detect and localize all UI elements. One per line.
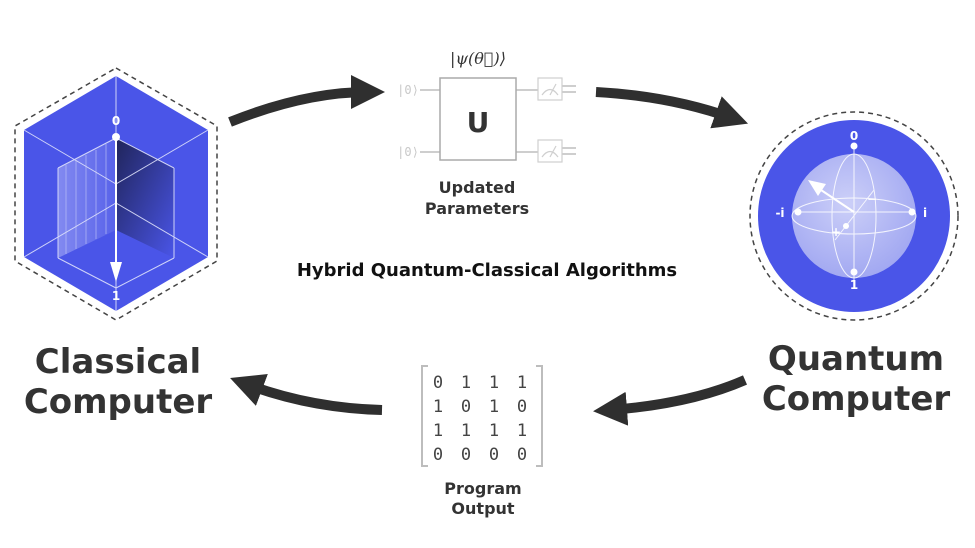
output-label-line2: Output: [451, 499, 514, 518]
parameter-circuit: |ψ(θ⃗)⟩ |0⟩ |0⟩ U: [397, 49, 576, 163]
quantum-dashed-outline: [749, 111, 959, 321]
classical-label-line2: Computer: [24, 382, 213, 422]
output-label-line1: Program: [444, 479, 521, 498]
matrix-cell: 0: [433, 373, 443, 393]
matrix-cell: 1: [489, 373, 499, 393]
classical-computer-icon: 0 1: [14, 67, 218, 321]
quantum-axis-i: i: [923, 206, 927, 220]
quantum-axis-plus: +: [831, 225, 841, 239]
matrix-cell: 1: [489, 421, 499, 441]
quantum-label-line1: Quantum: [768, 339, 944, 379]
matrix-cell: 0: [489, 445, 499, 465]
unitary-gate-label: U: [467, 106, 490, 139]
matrix-bracket-left: [421, 365, 428, 467]
matrix-cell: 0: [461, 445, 471, 465]
matrix-cell: 0: [433, 445, 443, 465]
matrix-cell: 1: [461, 421, 471, 441]
matrix-cell: 1: [433, 421, 443, 441]
matrix-cell: 1: [517, 373, 527, 393]
matrix-cell: 0: [517, 397, 527, 417]
arrow-parameters-to-quantum: [595, 87, 749, 129]
qubit-state-arrow-icon: [808, 180, 826, 196]
classical-state-zero: 0: [112, 114, 120, 128]
matrix-cell: 1: [517, 421, 527, 441]
arrow-output-to-classical: [230, 374, 383, 415]
matrix-cell: 1: [489, 397, 499, 417]
matrix-bracket-right: [536, 365, 543, 467]
quantum-label-line2: Computer: [762, 379, 951, 419]
measurement-icon: [537, 139, 563, 163]
state-psi-label: |ψ(θ⃗)⟩: [450, 49, 506, 68]
quantum-pole-zero: 0: [850, 129, 858, 143]
matrix-cell: 0: [517, 445, 527, 465]
quantum-axis-minus: −: [867, 192, 877, 206]
matrix-cell: 0: [461, 397, 471, 417]
quantum-computer-icon: 0 1 -i i + −: [749, 111, 959, 321]
quantum-axis-minus-i: -i: [775, 206, 784, 220]
ket-zero-bottom: |0⟩: [397, 145, 419, 159]
arrow-classical-to-parameters: [228, 75, 385, 127]
unitary-gate-box: [439, 77, 517, 161]
matrix-cell: 1: [433, 397, 443, 417]
diagram-title: Hybrid Quantum-Classical Algorithms: [297, 260, 677, 281]
classical-state-one: 1: [112, 289, 120, 303]
state-arrow-icon: [110, 262, 122, 282]
arrow-quantum-to-output: [593, 375, 747, 426]
quantum-pole-one: 1: [850, 278, 858, 292]
parameters-label-line2: Parameters: [425, 199, 529, 218]
parameters-label-line1: Updated: [439, 178, 516, 197]
classical-label-line1: Classical: [35, 342, 201, 382]
ket-zero-top: |0⟩: [397, 83, 419, 97]
measurement-icon: [537, 77, 563, 101]
matrix-cell: 1: [461, 373, 471, 393]
